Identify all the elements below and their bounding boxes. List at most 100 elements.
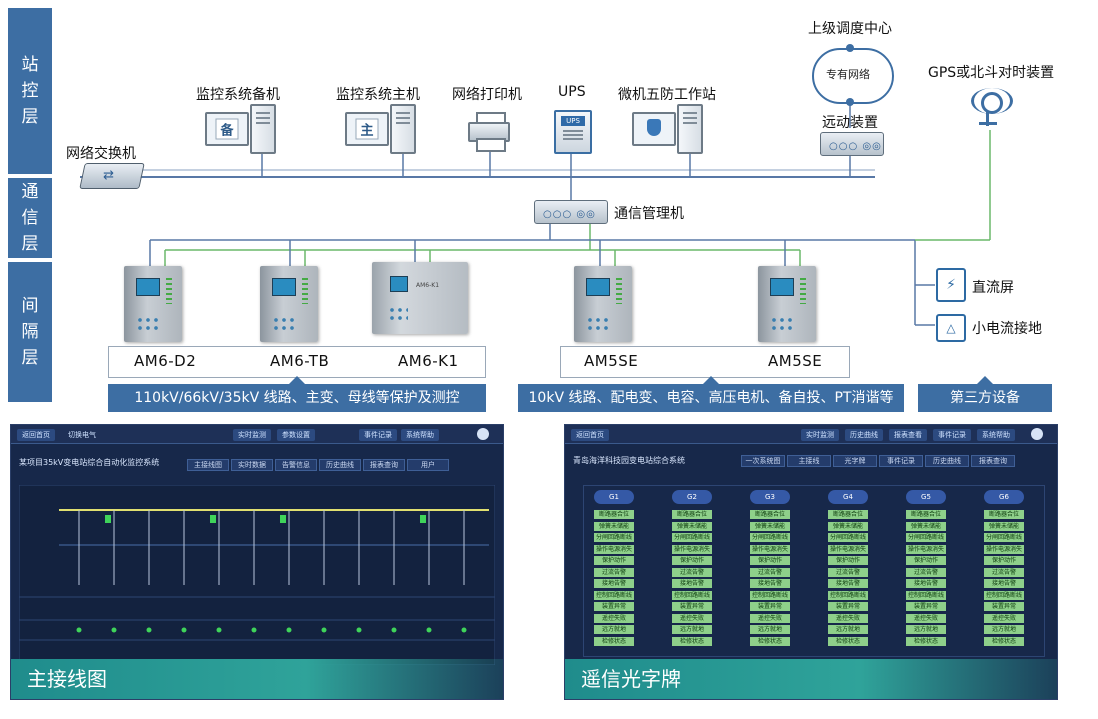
ss-btn[interactable]: 系统帮助 [977,429,1015,441]
network-switch-icon[interactable]: ⇄ [79,163,145,189]
signal-lamp[interactable]: 分闸回路断线 [828,533,868,542]
relay-am6-d2[interactable] [124,266,182,342]
signal-lamp[interactable]: 保护动作 [750,556,790,565]
backup-host-tower[interactable] [250,104,276,154]
signal-lamp[interactable]: 弹簧未储能 [984,521,1024,531]
ss-btn[interactable]: 返回首页 [571,429,609,441]
main-host-monitor[interactable]: 主 [345,112,389,146]
signal-lamp[interactable]: 检修状态 [594,636,634,646]
signal-lamp[interactable]: 保护动作 [906,556,946,565]
wufang-tower[interactable] [677,104,703,154]
ss-btn[interactable]: 系统帮助 [401,429,439,441]
signal-lamp[interactable]: 断路器合位 [672,510,712,519]
signal-lamp[interactable]: 远方就地 [984,625,1024,634]
signal-lamp[interactable]: 断路器合位 [906,510,946,519]
relay-am5se-1[interactable] [574,266,632,342]
signal-lamp[interactable]: 保护动作 [672,556,712,565]
signal-lamp[interactable]: 远方就地 [594,625,634,634]
signal-lamp[interactable]: 过流告警 [594,567,634,577]
signal-lamp[interactable]: 检修状态 [906,636,946,646]
signal-lamp[interactable]: 保护动作 [828,556,868,565]
signal-lamp[interactable]: 弹簧未储能 [828,521,868,531]
avatar-icon[interactable] [477,428,489,440]
signal-lamp[interactable]: 过流告警 [984,567,1024,577]
signal-lamp[interactable]: 操作电源消失 [828,544,868,554]
signal-lamp[interactable]: 断路器合位 [750,510,790,519]
ss-tab[interactable]: 实时数据 [231,459,273,471]
ss-tab[interactable]: 告警信息 [275,459,317,471]
signal-lamp[interactable]: 接地告警 [906,579,946,588]
ss-tab[interactable]: 光字牌 [833,455,877,467]
signal-lamp[interactable]: 远方就地 [906,625,946,634]
signal-lamp[interactable]: 遥控失败 [984,613,1024,623]
signal-lamp[interactable]: 分闸回路断线 [750,533,790,542]
main-wiring-screenshot[interactable]: 返回首页 切换电气 实时监测 参数设置 事件记录 系统帮助 某项目35kV变电站… [10,424,504,700]
signal-lamp[interactable]: 操作电源消失 [906,544,946,554]
relay-am5se-2[interactable] [758,266,816,342]
printer-icon[interactable] [468,112,510,152]
ss-btn[interactable]: 切换电气 [68,431,96,439]
signal-lamp[interactable]: 控制回路断线 [672,590,712,600]
signal-lamp[interactable]: 分闸回路断线 [906,533,946,542]
signal-lamp[interactable]: 遥控失败 [672,613,712,623]
signal-lamp[interactable]: 接地告警 [828,579,868,588]
main-host-tower[interactable] [390,104,416,154]
ss-btn[interactable]: 历史曲线 [845,429,883,441]
ss-tab[interactable]: 事件记录 [879,455,923,467]
signal-lamp[interactable]: 控制回路断线 [828,590,868,600]
signal-lamp[interactable]: 操作电源消失 [750,544,790,554]
signal-lamp[interactable]: 操作电源消失 [594,544,634,554]
signal-lamp[interactable]: 接地告警 [750,579,790,588]
signal-lamp[interactable]: 检修状态 [828,636,868,646]
ss-btn[interactable]: 事件记录 [933,429,971,441]
signal-lamp[interactable]: 过流告警 [750,567,790,577]
remote-device[interactable]: ○○○ ◎◎ [820,132,884,156]
signal-lamp[interactable]: 遥控失败 [828,613,868,623]
signal-lamp[interactable]: 分闸回路断线 [672,533,712,542]
signal-lamp[interactable]: 遥控失败 [750,613,790,623]
avatar-icon[interactable] [1031,428,1043,440]
signal-lamp[interactable]: 远方就地 [672,625,712,634]
signal-lamp[interactable]: 检修状态 [750,636,790,646]
ss-tab[interactable]: 主接线图 [187,459,229,471]
signal-lamp[interactable]: 接地告警 [984,579,1024,588]
signal-lamp[interactable]: 过流告警 [828,567,868,577]
ss-tab[interactable]: 历史曲线 [925,455,969,467]
ss-tab[interactable]: 用户 [407,459,449,471]
ss-btn[interactable]: 报表查看 [889,429,927,441]
backup-host-monitor[interactable]: 备 [205,112,249,146]
signal-lamp[interactable]: 远方就地 [750,625,790,634]
signal-lamp[interactable]: 分闸回路断线 [594,533,634,542]
signal-lamp[interactable]: 装置异常 [594,602,634,611]
ss-tab[interactable]: 主接线 [787,455,831,467]
ss-btn[interactable]: 实时监测 [233,429,271,441]
signal-lamp[interactable]: 控制回路断线 [750,590,790,600]
comm-manager-device[interactable]: ○○○ ◎◎ [534,200,608,224]
signal-lamp[interactable]: 弹簧未储能 [750,521,790,531]
signal-lamp[interactable]: 断路器合位 [984,510,1024,519]
signal-lamp[interactable]: 保护动作 [594,556,634,565]
signal-lamp[interactable]: 弹簧未储能 [672,521,712,531]
signal-lamp[interactable]: 接地告警 [672,579,712,588]
signal-lamp[interactable]: 检修状态 [672,636,712,646]
signal-lamp[interactable]: 操作电源消失 [672,544,712,554]
signal-lamp[interactable]: 保护动作 [984,556,1024,565]
signal-lamp[interactable]: 检修状态 [984,636,1024,646]
signal-lamp[interactable]: 装置异常 [828,602,868,611]
wufang-monitor[interactable] [632,112,676,146]
signal-lamp[interactable]: 弹簧未储能 [906,521,946,531]
signal-lamp[interactable]: 遥控失败 [594,613,634,623]
ss-btn[interactable]: 返回首页 [17,429,55,441]
signal-lamp[interactable]: 分闸回路断线 [984,533,1024,542]
signal-lamp[interactable]: 弹簧未储能 [594,521,634,531]
signal-lamp[interactable]: 装置异常 [906,602,946,611]
signal-lamp[interactable]: 操作电源消失 [984,544,1024,554]
signal-lamp[interactable]: 遥控失败 [906,613,946,623]
ss-tab[interactable]: 报表查询 [971,455,1015,467]
signal-lamp[interactable]: 装置异常 [750,602,790,611]
ss-btn[interactable]: 事件记录 [359,429,397,441]
relay-am6-tb[interactable] [260,266,318,342]
signal-lamp[interactable]: 装置异常 [984,602,1024,611]
signal-lamp[interactable]: 过流告警 [672,567,712,577]
ground-icon[interactable]: △ [936,314,966,342]
